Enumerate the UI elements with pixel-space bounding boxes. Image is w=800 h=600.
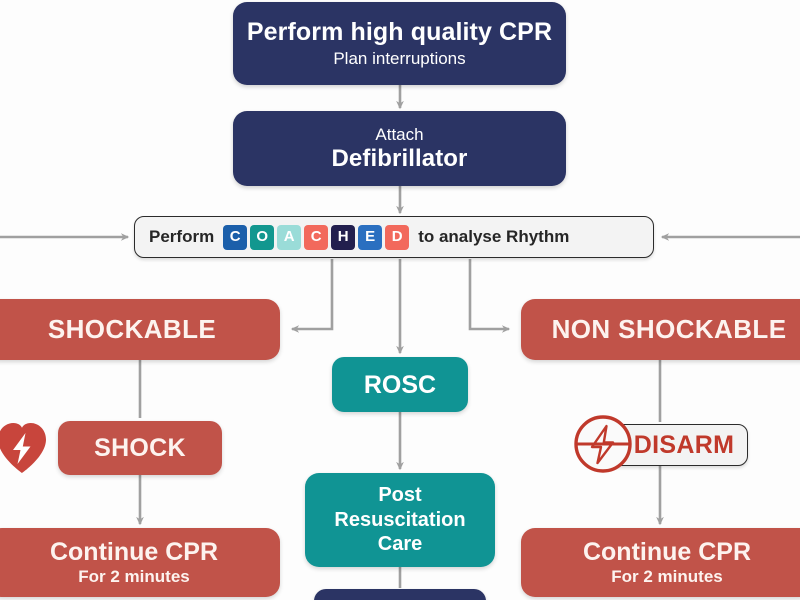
node-non-shockable[interactable]: NON SHOCKABLE — [521, 299, 800, 360]
non-shockable-label: NON SHOCKABLE — [551, 313, 787, 344]
post-resus-line1: Post — [378, 484, 422, 507]
post-resus-line3: Care — [377, 533, 423, 556]
continue-right-title: Continue CPR — [582, 538, 752, 567]
no-shock-circle-icon — [574, 415, 632, 473]
disarm-label: DISARM — [633, 431, 735, 459]
node-continue-cpr-right[interactable]: Continue CPR For 2 minutes — [521, 528, 800, 597]
attach-defib-verb: Attach — [375, 124, 424, 144]
coached-tile-6-d: D — [385, 224, 410, 250]
coached-tile-2-a: A — [277, 224, 302, 250]
node-shock[interactable]: SHOCK — [58, 421, 222, 475]
rosc-label: ROSC — [363, 370, 437, 399]
coached-prefix-label: Perform — [149, 227, 215, 247]
shock-label: SHOCK — [94, 434, 186, 462]
perform-cpr-title: Perform high quality CPR — [246, 18, 553, 47]
node-perform-high-quality-cpr[interactable]: Perform high quality CPR Plan interrupti… — [233, 2, 566, 85]
coached-tile-4-h: H — [331, 224, 356, 250]
node-continue-cpr-left[interactable]: Continue CPR For 2 minutes — [0, 528, 280, 597]
coached-tile-5-e: E — [358, 224, 383, 250]
node-shockable[interactable]: SHOCKABLE — [0, 299, 280, 360]
node-attach-defibrillator[interactable]: Attach Defibrillator — [233, 111, 566, 186]
post-resus-line2: Resuscitation — [334, 508, 466, 531]
attach-defib-title: Defibrillator — [331, 144, 468, 172]
continue-right-subtitle: For 2 minutes — [611, 567, 723, 587]
wire-coached-to-shockable — [290, 259, 334, 333]
node-post-resuscitation-care[interactable]: Post Resuscitation Care — [305, 473, 495, 567]
shockable-label: SHOCKABLE — [47, 313, 217, 344]
node-rosc[interactable]: ROSC — [332, 357, 468, 412]
continue-left-subtitle: For 2 minutes — [78, 567, 190, 587]
wire-coached-to-non-shockable — [468, 259, 511, 333]
coached-tile-3-c: C — [304, 224, 329, 250]
perform-cpr-subtitle: Plan interruptions — [333, 49, 466, 69]
continue-left-title: Continue CPR — [49, 538, 219, 567]
heart-lightning-icon — [0, 423, 46, 473]
node-next-step-partial[interactable] — [314, 589, 486, 600]
coached-tile-1-o: O — [250, 224, 275, 250]
coached-suffix-label: to analyse Rhythm — [418, 227, 570, 247]
coached-tile-0-c: C — [223, 224, 248, 250]
